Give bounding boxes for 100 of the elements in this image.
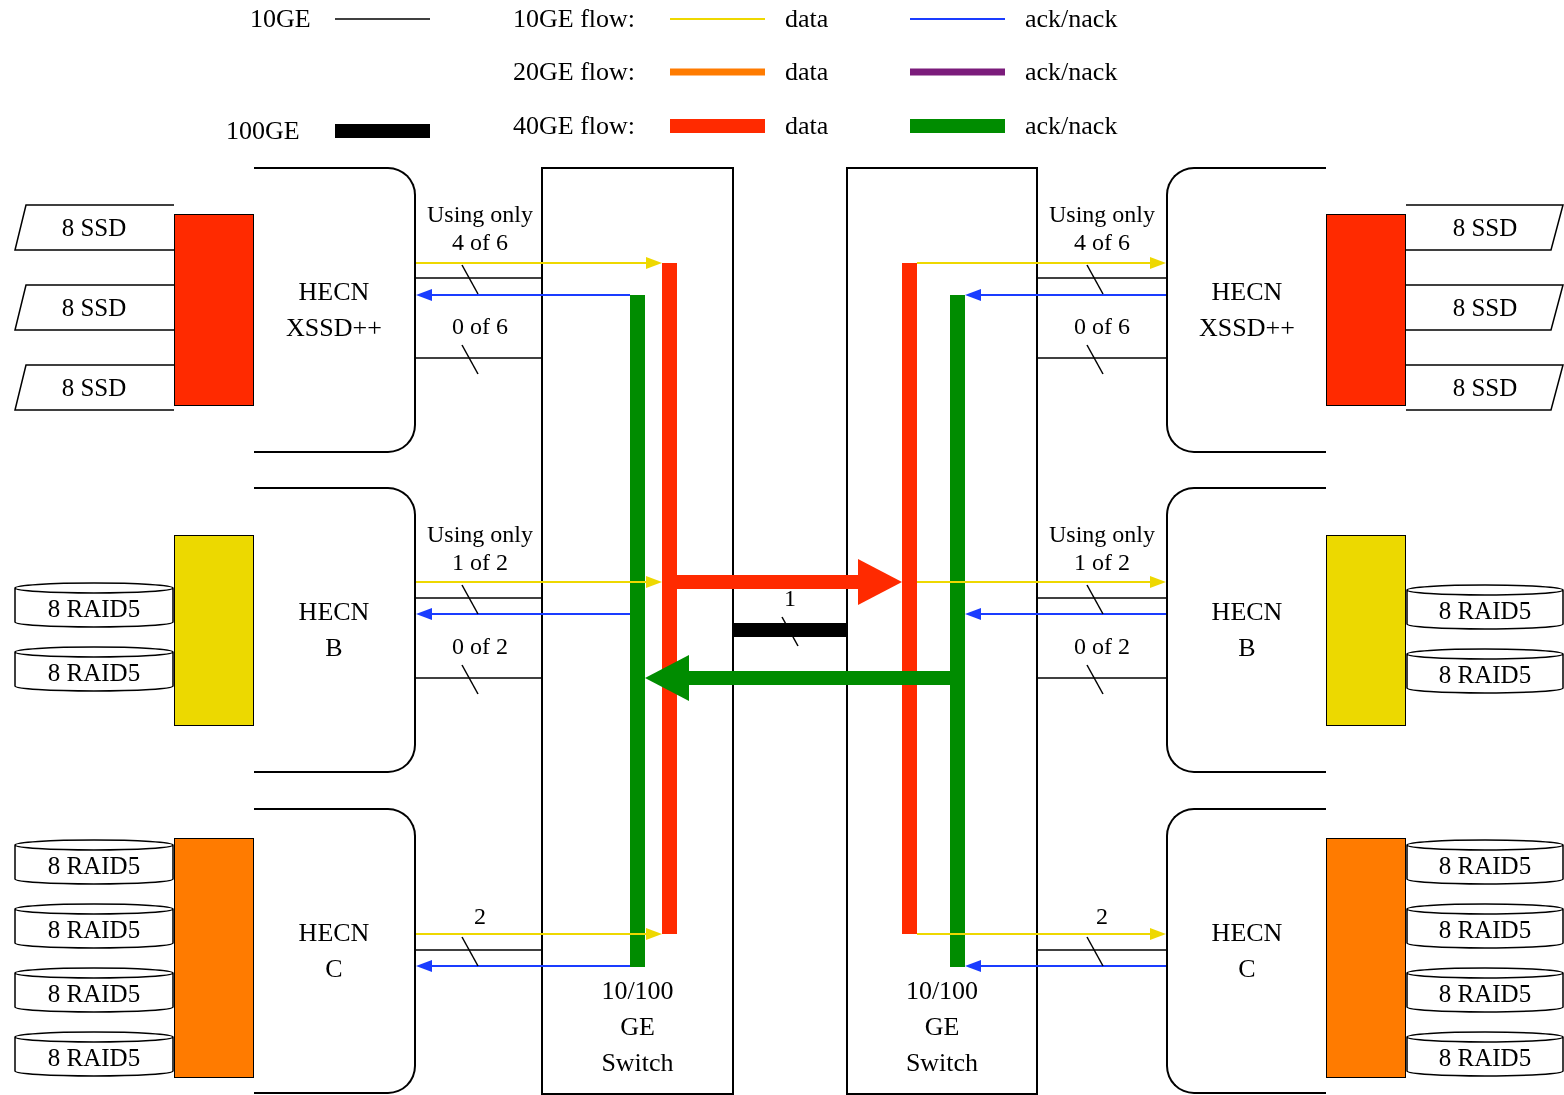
disk-cylinder — [14, 967, 174, 1013]
legend-row-heading: 20GE flow: — [513, 56, 636, 88]
legend-label: data — [785, 56, 829, 88]
flow-arrow — [415, 928, 662, 940]
storage-label: 8 SSD — [1452, 372, 1518, 403]
host-box — [254, 167, 416, 453]
disk-cylinder — [14, 839, 174, 885]
storage-label: 8 RAID5 — [47, 851, 141, 882]
edge-label: 0 of 2 — [1073, 632, 1131, 660]
flow-arrow — [416, 289, 631, 301]
legend-label: ack/nack — [1025, 56, 1118, 88]
link-line — [415, 949, 542, 951]
link-line — [1037, 277, 1167, 279]
adapter-block — [1326, 838, 1406, 1078]
node-label: HECN C — [298, 917, 370, 985]
flow-arrow — [916, 576, 1166, 588]
flow-arrow — [416, 960, 631, 972]
node-label: HECN XSSD++ — [286, 276, 382, 344]
edge-label: 0 of 6 — [451, 312, 509, 340]
node-label: 10/100 GE Switch — [601, 975, 674, 1079]
edge-label: Using only 1 of 2 — [426, 520, 534, 576]
storage-label: 8 RAID5 — [1438, 851, 1532, 882]
flow-arrow — [916, 257, 1166, 269]
link-line — [415, 597, 542, 599]
link-line — [415, 277, 542, 279]
edge-label: 0 of 2 — [451, 632, 509, 660]
flow-arrow — [916, 928, 1166, 940]
adapter-block — [174, 535, 254, 726]
flow-arrow — [416, 608, 631, 620]
ssd-parallelogram — [1406, 284, 1564, 331]
legend-label: 10GE — [250, 3, 311, 35]
edge-label: 0 of 6 — [1073, 312, 1131, 340]
host-box — [1166, 808, 1326, 1094]
flow-arrow — [965, 608, 1167, 620]
node-label: HECN B — [298, 596, 370, 664]
node-label: HECN B — [1211, 596, 1283, 664]
node-label: HECN C — [1211, 917, 1283, 985]
storage-label: 8 RAID5 — [1438, 979, 1532, 1010]
storage-label: 8 SSD — [1452, 212, 1518, 243]
disk-cylinder — [14, 903, 174, 949]
host-box — [1166, 167, 1326, 453]
flow-arrow — [965, 289, 1167, 301]
edge-label: 2 — [473, 902, 487, 930]
storage-label: 8 SSD — [61, 212, 127, 243]
edge-label: Using only 4 of 6 — [1048, 200, 1156, 256]
edge-label: 2 — [1095, 902, 1109, 930]
legend-label: data — [785, 110, 829, 142]
storage-label: 8 RAID5 — [1438, 660, 1532, 691]
disk-cylinder — [1406, 967, 1564, 1013]
link-line — [1037, 677, 1167, 679]
edge-label: Using only 1 of 2 — [1048, 520, 1156, 576]
ssd-parallelogram — [1406, 204, 1564, 251]
host-box — [1166, 487, 1326, 773]
storage-label: 8 RAID5 — [47, 658, 141, 689]
switch-box — [541, 167, 734, 1095]
disk-cylinder — [1406, 903, 1564, 949]
legend-label: ack/nack — [1025, 110, 1118, 142]
storage-label: 8 RAID5 — [47, 979, 141, 1010]
legend-row-heading: 40GE flow: — [513, 110, 636, 142]
node-label: 10/100 GE Switch — [905, 975, 979, 1079]
adapter-block — [174, 838, 254, 1078]
storage-label: 8 RAID5 — [47, 594, 141, 625]
flow-arrow — [415, 257, 662, 269]
flow-bar — [662, 263, 677, 934]
switch-box — [846, 167, 1038, 1095]
storage-label: 8 SSD — [1452, 292, 1518, 323]
disk-cylinder — [1406, 648, 1564, 694]
ssd-parallelogram — [1406, 364, 1564, 411]
legend-label: data — [785, 3, 829, 35]
disk-cylinder — [14, 646, 174, 692]
storage-label: 8 RAID5 — [1438, 915, 1532, 946]
link-line — [1037, 949, 1167, 951]
ssd-parallelogram — [14, 204, 174, 251]
ssd-parallelogram — [14, 364, 174, 411]
storage-label: 8 RAID5 — [1438, 596, 1532, 627]
flow-bar — [950, 295, 965, 967]
storage-label: 8 SSD — [61, 372, 127, 403]
disk-cylinder — [1406, 584, 1564, 630]
disk-cylinder — [14, 582, 174, 628]
legend-row-heading: 10GE flow: — [513, 3, 636, 35]
node-label: HECN XSSD++ — [1199, 276, 1295, 344]
storage-label: 8 SSD — [61, 292, 127, 323]
disk-cylinder — [1406, 839, 1564, 885]
adapter-block — [1326, 214, 1406, 406]
link-line — [415, 357, 542, 359]
edge-label: 1 — [783, 584, 797, 612]
flow-arrow — [965, 960, 1167, 972]
disk-cylinder — [1406, 1031, 1564, 1077]
adapter-block — [174, 214, 254, 406]
host-box — [254, 487, 416, 773]
ssd-parallelogram — [14, 284, 174, 331]
link-line — [1037, 597, 1167, 599]
adapter-block — [1326, 535, 1406, 726]
storage-label: 8 RAID5 — [1438, 1043, 1532, 1074]
link-line — [1037, 357, 1167, 359]
thick-arrow — [645, 655, 950, 701]
legend-label: 100GE — [226, 115, 300, 147]
legend-label: ack/nack — [1025, 3, 1118, 35]
link-line — [415, 677, 542, 679]
storage-label: 8 RAID5 — [47, 1043, 141, 1074]
